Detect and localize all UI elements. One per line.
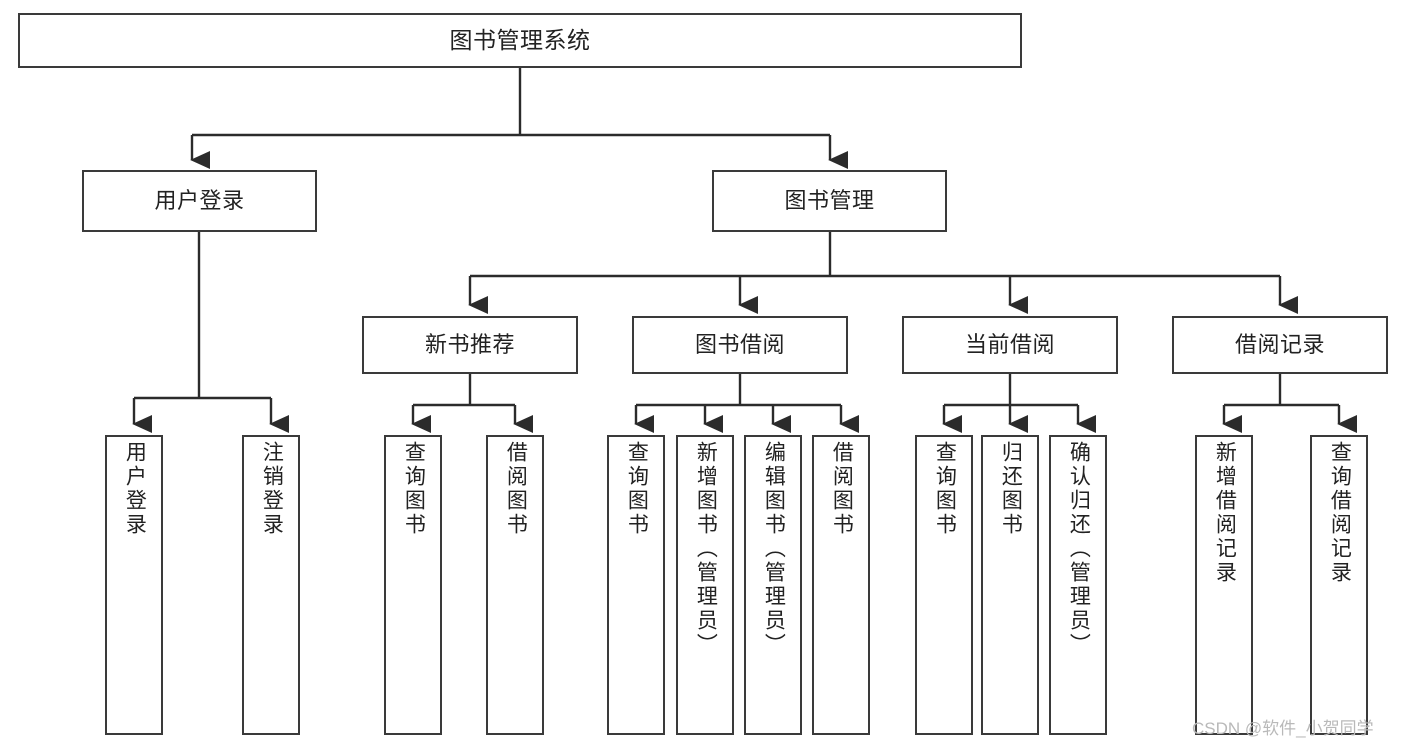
csdn-watermark: CSDN @软件_小贺同学: [1192, 719, 1374, 738]
node-book-borrow[interactable]: 图书借阅: [632, 316, 848, 374]
node-label: 借阅图书: [504, 441, 528, 537]
node-label: 查询图书: [402, 441, 426, 537]
node-book-management[interactable]: 图书管理: [712, 170, 947, 232]
node-current-borrow[interactable]: 当前借阅: [902, 316, 1118, 374]
node-label: 当前借阅: [964, 332, 1055, 358]
leaf-borrow-edit-book-admin[interactable]: 编辑图书（管理员）: [744, 435, 802, 735]
node-label: 图书管理: [784, 188, 875, 214]
node-label: 图书管理系统: [449, 26, 591, 53]
node-borrow-record[interactable]: 借阅记录: [1172, 316, 1388, 374]
node-label: 查询借阅记录: [1328, 441, 1352, 585]
leaf-user-login-signin[interactable]: 用户登录: [105, 435, 163, 735]
node-label: 新增借阅记录: [1213, 441, 1237, 585]
leaf-current-return-book[interactable]: 归还图书: [981, 435, 1039, 735]
leaf-recommend-borrow-book[interactable]: 借阅图书: [486, 435, 544, 735]
node-label: 用户登录: [123, 441, 147, 537]
leaf-user-login-signout[interactable]: 注销登录: [242, 435, 300, 735]
node-new-book-recommend[interactable]: 新书推荐: [362, 316, 578, 374]
leaf-current-confirm-return-admin[interactable]: 确认归还（管理员）: [1049, 435, 1107, 735]
leaf-borrow-add-book-admin[interactable]: 新增图书（管理员）: [676, 435, 734, 735]
node-label: 借阅图书: [830, 441, 854, 537]
node-label: 查询图书: [625, 441, 649, 537]
leaf-recommend-query-book[interactable]: 查询图书: [384, 435, 442, 735]
node-book-management-system[interactable]: 图书管理系统: [18, 13, 1022, 68]
leaf-current-query-book[interactable]: 查询图书: [915, 435, 973, 735]
node-label: 编辑图书（管理员）: [762, 441, 786, 657]
node-label: 归还图书: [999, 441, 1023, 537]
node-label: 新增图书（管理员）: [694, 441, 718, 657]
node-label: 用户登录: [154, 188, 245, 214]
node-label: 注销登录: [260, 441, 284, 537]
node-label: 查询图书: [933, 441, 957, 537]
node-user-login[interactable]: 用户登录: [82, 170, 317, 232]
leaf-borrow-query-book[interactable]: 查询图书: [607, 435, 665, 735]
leaf-borrow-borrow-book[interactable]: 借阅图书: [812, 435, 870, 735]
leaf-record-query-borrow-record[interactable]: 查询借阅记录: [1310, 435, 1368, 735]
node-label: 图书借阅: [694, 332, 785, 358]
node-label: 新书推荐: [424, 332, 515, 358]
leaf-record-add-borrow-record[interactable]: 新增借阅记录: [1195, 435, 1253, 735]
node-label: 借阅记录: [1234, 332, 1325, 358]
node-label: 确认归还（管理员）: [1067, 441, 1091, 657]
